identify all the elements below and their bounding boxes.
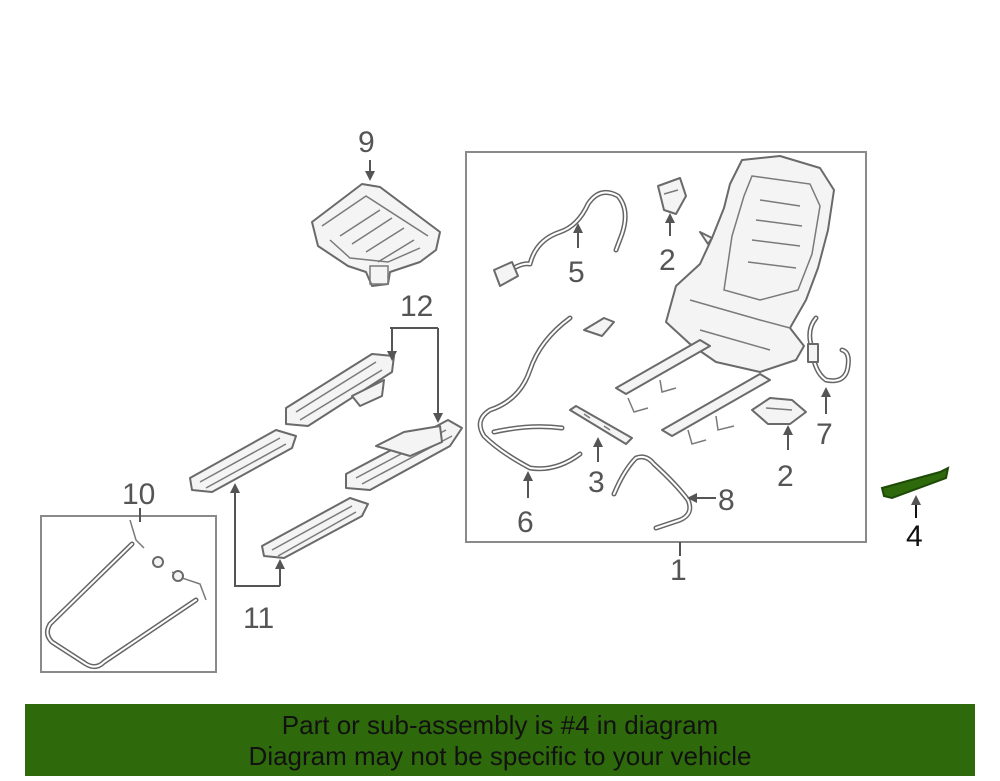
banner-line-2: Diagram may not be specific to your vehi… (248, 741, 752, 771)
label-2-upper: 2 (659, 244, 676, 277)
label-8: 8 (718, 484, 735, 517)
part-12-rail-cover-front (345, 419, 463, 491)
part-9-seat-pan (311, 183, 441, 287)
part-10-wire-frame (44, 519, 207, 670)
part-10-box (40, 515, 217, 673)
part-3-bar (569, 405, 633, 445)
small-clip (583, 317, 615, 337)
label-6-callout: 6 (517, 471, 534, 539)
label-6: 6 (517, 506, 534, 539)
assembly-1-box (465, 151, 867, 543)
label-3: 3 (588, 466, 605, 499)
label-1-callout: 1 (670, 542, 687, 587)
label-10: 10 (122, 478, 155, 511)
part-1-seat-frame (615, 155, 835, 445)
label-12: 12 (400, 290, 433, 323)
label-8-callout: 8 (687, 484, 735, 517)
label-5-callout: 5 (568, 223, 585, 289)
label-9: 9 (358, 126, 375, 159)
label-4: 4 (906, 520, 923, 553)
part-11-floor-trim-lower (261, 497, 369, 559)
part-7-wire (807, 315, 851, 384)
label-4-callout: 4 (906, 495, 923, 553)
part-2-bracket-upper (657, 177, 687, 215)
label-11-callout: 11 (230, 483, 285, 635)
part-6-cable (477, 315, 583, 472)
label-10-callout: 10 (122, 478, 155, 522)
label-3-callout: 3 (588, 437, 605, 499)
label-5: 5 (568, 256, 585, 289)
label-11: 11 (243, 602, 274, 635)
label-2a-callout: 2 (659, 213, 676, 277)
label-12-callout: 12 (387, 290, 443, 423)
label-9-callout: 9 (358, 126, 375, 181)
part-11-floor-trim-upper (189, 429, 297, 493)
label-7: 7 (816, 418, 833, 451)
part-5-wire-harness (493, 189, 628, 287)
part-8-rod (611, 454, 693, 531)
label-2b-callout: 2 (777, 425, 794, 493)
info-banner: Part or sub-assembly is #4 in diagram Di… (25, 704, 975, 776)
label-1: 1 (670, 554, 687, 587)
label-2-lower: 2 (777, 460, 794, 493)
banner-line-1: Part or sub-assembly is #4 in diagram (281, 710, 719, 740)
part-4-highlighted-trim (880, 466, 950, 500)
label-7-callout: 7 (816, 387, 833, 451)
part-12-rail-cover-rear (285, 353, 395, 427)
part-2-bracket-lower (751, 397, 807, 425)
